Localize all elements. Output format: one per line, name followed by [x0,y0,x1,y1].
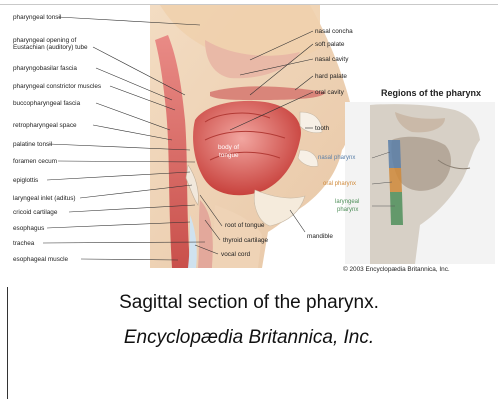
label-trachea: trachea [13,240,34,247]
copyright-notice: © 2003 Encyclopædia Britannica, Inc. [343,266,450,273]
label-esophageal-muscle: esophageal muscle [13,256,68,263]
caption-title: Sagittal section of the pharynx. [0,292,498,314]
label-body-of-tongue-2: tongue [219,152,239,159]
label-soft-palate: soft palate [315,41,345,48]
label-cricoid-cartilage: cricoid cartilage [13,209,57,216]
label-eustachian-tube: Eustachian (auditory) tube [13,44,88,51]
label-palatine-tonsil: palatine tonsil [13,141,52,148]
label-esophagus: esophagus [13,225,44,232]
label-pharyngeal-opening: pharyngeal opening of [13,37,76,44]
label-laryngeal-inlet: laryngeal inlet (aditus) [13,195,76,202]
label-vocal-cord: vocal cord [221,251,250,258]
label-root-of-tongue: root of tongue [225,222,264,229]
inset-label-laryngeal-2: pharynx [337,207,358,214]
label-hard-palate: hard palate [315,73,347,80]
label-epiglottis: epiglottis [13,177,38,184]
label-pharyngobasilar-fascia: pharyngobasilar fascia [13,65,77,72]
label-body-of-tongue-1: body of [218,144,239,151]
label-oral-cavity: oral cavity [315,89,344,96]
label-tooth: tooth [315,125,329,132]
caption-credit: Encyclopædia Britannica, Inc. [0,327,498,349]
label-nasal-cavity: nasal cavity [315,56,348,63]
label-buccopharyngeal-fascia: buccopharyngeal fascia [13,100,80,107]
label-pharyngeal-constrictor-muscles: pharyngeal constrictor muscles [13,83,101,90]
label-mandible: mandible [307,233,333,240]
inset-label-laryngeal-1: laryngeal [335,199,359,206]
label-nasal-concha: nasal concha [315,28,353,35]
inset-label-oral-pharynx: oral pharynx [323,181,356,188]
inset-title: Regions of the pharynx [381,88,481,98]
label-thyroid-cartilage: thyroid cartilage [223,237,268,244]
label-retropharyngeal-space: retropharyngeal space [13,122,77,129]
label-pharyngeal-tonsil: pharyngeal tonsil [13,14,61,21]
label-foramen-cecum: foramen cecum [13,158,57,165]
inset-label-nasal-pharynx: nasal pharynx [318,155,355,162]
